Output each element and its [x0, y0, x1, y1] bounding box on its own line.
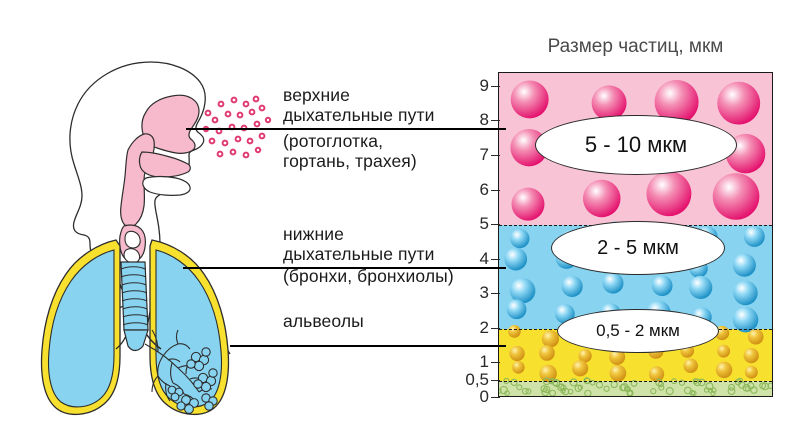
particle-size-chart: 5 - 10 мкм 2 - 5 мкм 0,5 - 2 мкм — [498, 72, 773, 397]
label-alveoli: альвеолы — [283, 311, 364, 332]
inhaled-particle-cloud — [202, 95, 272, 159]
callout-upper-airway: 5 - 10 мкм — [535, 115, 737, 175]
callout-alveoli-text: 0,5 - 2 мкм — [596, 321, 680, 340]
epiglottis-shape — [124, 230, 141, 249]
axis-tick-mark-8 — [491, 120, 500, 122]
axis-tick-label-6: 6 — [479, 179, 489, 199]
divider-0.5-micron — [499, 380, 772, 382]
axis-tick-mark-4 — [491, 258, 500, 260]
trachea-rings — [120, 266, 149, 326]
axis-tick-mark-2 — [491, 327, 500, 329]
axis-tick-label-0: 0 — [479, 387, 489, 406]
label-lower-airway: нижние дыхательные пути (бронхи, бронхио… — [283, 224, 454, 287]
callout-upper-airway-text: 5 - 10 мкм — [584, 132, 688, 157]
axis-tick-mark-0 — [491, 397, 500, 398]
axis-tick-mark-9 — [491, 85, 500, 87]
axis-tick-label-0-5: 0,5 — [465, 369, 489, 389]
label-alveoli-line1: альвеолы — [283, 311, 364, 331]
label-lower-airway-line2: дыхательные пути — [283, 243, 435, 264]
axis-tick-label-2: 2 — [479, 317, 489, 337]
respiratory-anatomy-illustration — [40, 61, 272, 415]
axis-tick-label-8: 8 — [479, 110, 489, 130]
label-upper-airway-line2: дыхательные пути — [283, 104, 435, 125]
tongue-shape — [142, 175, 191, 196]
callout-lower-airway: 2 - 5 мкм — [551, 221, 725, 275]
axis-tick-mark-7 — [491, 154, 500, 156]
label-lower-airway-line3: (бронхи, бронхиолы) — [283, 266, 454, 287]
label-upper-airway-line3: (ротоглотка, — [283, 131, 384, 152]
axis-tick-mark-5 — [491, 224, 500, 226]
leader-line-upper-airway — [186, 128, 506, 130]
axis-tick-label-9: 9 — [479, 75, 489, 95]
label-lower-airway-line1: нижние — [283, 224, 344, 244]
axis-tick-label-4: 4 — [479, 248, 489, 268]
vocal-cord-shape — [123, 248, 141, 264]
label-upper-airway-line4: гортань, трахея) — [283, 150, 417, 171]
label-upper-airway-line1: верхние — [283, 85, 350, 105]
alveoli-clusters — [167, 347, 218, 414]
carina-shape — [123, 329, 149, 352]
oral-cavity-mucosa — [138, 151, 191, 178]
lung-right-fill — [155, 249, 223, 408]
axis-tick-label-7: 7 — [479, 144, 489, 164]
axis-tick-label-3: 3 — [479, 283, 489, 303]
axis-tick-mark-0-5 — [491, 379, 500, 381]
label-upper-airway: верхние дыхательные пути (ротоглотка, го… — [283, 85, 435, 171]
axis-tick-mark-1 — [491, 362, 500, 364]
callout-lower-airway-text: 2 - 5 мкм — [597, 236, 679, 259]
axis-tick-mark-6 — [491, 189, 500, 191]
axis-tick-mark-3 — [491, 293, 500, 295]
leader-line-alveoli — [230, 345, 506, 347]
trachea-tube — [120, 261, 149, 331]
callout-alveoli: 0,5 - 2 мкм — [557, 309, 719, 353]
lung-left-fill — [47, 249, 115, 408]
axis-tick-label-5: 5 — [479, 214, 489, 234]
chart-title: Размер частиц, мкм — [547, 36, 724, 57]
leader-line-lower-airway — [183, 267, 506, 269]
axis-tick-label-1: 1 — [479, 352, 489, 372]
